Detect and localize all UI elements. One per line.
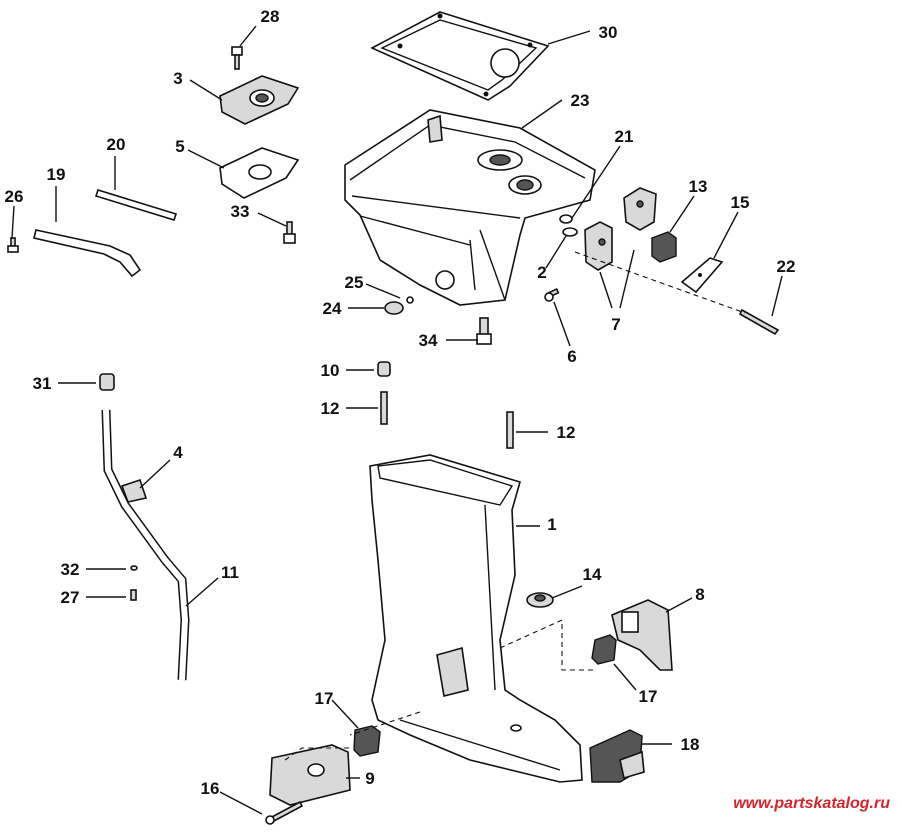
callout-33: 33 [231, 202, 250, 221]
callout-28: 28 [261, 7, 280, 26]
part-19-bracket [33, 229, 142, 278]
callout-6: 6 [567, 347, 576, 366]
callout-12-right: 12 [557, 423, 576, 442]
callout-18: 18 [681, 735, 700, 754]
callout-21: 21 [615, 127, 634, 146]
assembly-line-22 [574, 251, 746, 314]
callout-17-left: 17 [315, 689, 334, 708]
part-17-block-left [353, 725, 381, 757]
part-13-block [651, 231, 677, 263]
part-26-screw [7, 237, 19, 253]
part-20-rod [94, 189, 178, 221]
callout-15: 15 [731, 193, 750, 212]
part-3-cover [219, 75, 300, 125]
callout-17-right: 17 [639, 687, 658, 706]
part-33-screw [283, 221, 296, 244]
callout-24: 24 [323, 299, 342, 318]
part-25-washer [406, 296, 414, 304]
part-4-clip [120, 478, 148, 503]
assembly-line-8 [499, 619, 596, 671]
callout-27: 27 [61, 588, 80, 607]
part-31-grommet [99, 373, 115, 391]
callout-19: 19 [47, 165, 66, 184]
callout-1: 1 [547, 515, 556, 534]
part-16-screw [265, 800, 304, 825]
part-15-plate [680, 257, 724, 294]
part-22-bolt [738, 308, 780, 336]
part-27-screw [130, 589, 137, 601]
part-5-gasket [219, 147, 300, 199]
watermark-text: www.partskatalog.ru [733, 795, 890, 812]
callout-20: 20 [107, 135, 126, 154]
callout-32: 32 [61, 560, 80, 579]
part-34-screw [476, 317, 492, 345]
part-24-plug [384, 301, 404, 315]
part-11-water-tube [101, 409, 190, 681]
callout-labels: 28 30 3 23 20 21 5 19 13 26 15 33 2 22 2… [5, 7, 796, 798]
part-18-mount [589, 729, 645, 783]
callout-14: 14 [583, 565, 602, 584]
callout-13: 13 [689, 177, 708, 196]
part-9-clamp [269, 744, 351, 806]
part-12-stud-right [506, 411, 514, 449]
callout-9: 9 [365, 769, 374, 788]
leader-lines [11, 25, 783, 815]
callout-34: 34 [419, 331, 438, 350]
callout-10: 10 [321, 361, 340, 380]
callout-25: 25 [345, 273, 364, 292]
part-10-dowel [377, 361, 391, 377]
callout-8: 8 [695, 585, 704, 604]
callout-30: 30 [599, 23, 618, 42]
part-21-washer [559, 214, 578, 237]
callout-26: 26 [5, 187, 24, 206]
callout-7: 7 [611, 315, 620, 334]
part-12-stud-left [380, 391, 388, 425]
callout-16: 16 [201, 779, 220, 798]
part-23-adapter-housing [344, 109, 596, 306]
part-32-washer [130, 565, 138, 571]
callout-3: 3 [173, 69, 182, 88]
part-30-gasket [370, 11, 550, 101]
callout-31: 31 [33, 374, 52, 393]
part-1-driveshaft-housing [369, 454, 583, 783]
part-8-bracket [611, 599, 673, 671]
part-14-grommet [526, 592, 554, 608]
part-28-screw [231, 46, 243, 70]
callout-12-left: 12 [321, 399, 340, 418]
callout-4: 4 [173, 443, 183, 462]
assembly-line-9 [284, 711, 421, 761]
callout-23: 23 [571, 91, 590, 110]
part-7-brackets [584, 187, 657, 271]
part-17-block-right [591, 634, 617, 665]
callout-5: 5 [175, 137, 184, 156]
part-6-screw [544, 288, 560, 302]
callout-11: 11 [221, 563, 239, 582]
callout-2: 2 [537, 263, 546, 282]
callout-22: 22 [777, 257, 796, 276]
